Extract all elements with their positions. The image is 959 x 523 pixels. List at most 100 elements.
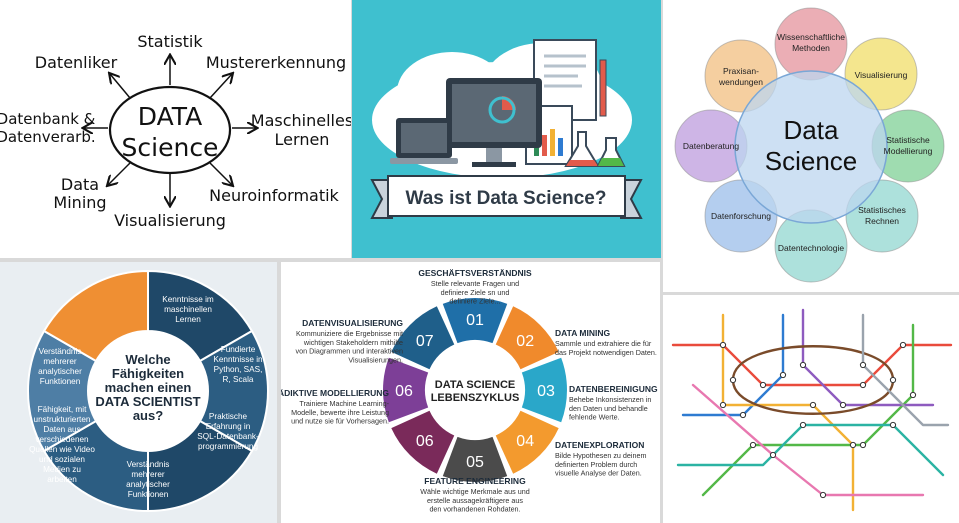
lifecycle-step-desc: den Daten und behandle <box>569 404 648 413</box>
lifecycle-step-number: 01 <box>466 312 484 329</box>
mindmap-neuroinformatik: Neuroinformatik <box>209 186 339 205</box>
mindmap-center-line2: Science <box>122 133 219 162</box>
map-stop <box>719 341 727 349</box>
map-stop <box>849 441 857 449</box>
wheel-label-sql: Praktische <box>209 412 248 421</box>
wheel-label-ml: Kenntnisse im <box>162 295 214 304</box>
mindmap-panel: DATA Science Statistik Datenliker Muster… <box>0 0 351 258</box>
map-stop <box>799 421 807 429</box>
mindmap-center-line1: DATA <box>138 102 202 131</box>
lifecycle-segment <box>495 410 559 474</box>
map-line <box>681 313 785 417</box>
lifecycle-segment <box>521 357 567 423</box>
wheel-label-python: Python, SAS, <box>214 365 263 374</box>
venn-panel: Data Science Wissenschaftliche Methoden … <box>663 0 959 292</box>
map-stop <box>739 411 747 419</box>
map-stop <box>859 361 867 369</box>
laptop-icon <box>390 118 458 164</box>
lifecycle-step-title: DATENBEREINIGUNG <box>569 384 658 394</box>
map-stop <box>809 401 817 409</box>
lifecycle-step-desc: Trainiere Machine Learning- <box>299 399 389 408</box>
wheel-label-unstructured: Fähigkeit, mit <box>38 405 87 414</box>
wheel-label-analytic-bottom: analytischer <box>126 480 170 489</box>
venn-statrech-line2: Rechnen <box>865 216 899 226</box>
map-stop <box>769 451 777 459</box>
venn-statmod-line2: Modellierung <box>884 146 933 156</box>
flask-icon <box>564 131 626 167</box>
map-stop <box>729 376 737 384</box>
map-stop <box>719 401 727 409</box>
lifecycle-step-desc: den vorhandenen Rohdaten. <box>429 505 520 514</box>
lifecycle-step-desc: Modelle, bewerte ihre Leistung <box>291 408 389 417</box>
lifecycle-step-number: 06 <box>416 433 434 450</box>
lifecycle-step-number: 04 <box>516 433 534 450</box>
venn-forsch: Datenforschung <box>711 211 771 221</box>
lifecycle-step-title: DATENVISUALISIERUNG <box>302 318 403 328</box>
lifecycle-step-desc: das Projekt notwendigen Daten. <box>555 348 657 357</box>
map-stop <box>889 376 897 384</box>
lifecycle-segment <box>495 306 559 370</box>
lifecycle-center-line1: DATA SCIENCE <box>435 379 515 391</box>
venn-tech: Datentechnologie <box>778 243 844 253</box>
lifecycle-step-desc: Sammle und extrahiere die für <box>555 339 652 348</box>
wheel-label-analytic-bottom: mehrerer <box>131 470 164 479</box>
wheel-label-python: Fundierte <box>221 345 256 354</box>
map-stop <box>859 441 867 449</box>
map-stop <box>799 361 807 369</box>
lifecycle-step-desc: von Diagrammen und interaktiven <box>296 347 403 356</box>
mindmap-maschinelles-line1: Maschinelles <box>251 111 351 130</box>
mindmap-datamining-line1: Data <box>61 175 99 194</box>
wheel-label-unstructured: arbeiten <box>47 475 77 484</box>
lifecycle-step-number: 07 <box>416 333 434 350</box>
wheel-label-ml: Lernen <box>175 315 201 324</box>
lifecycle-step-title: DATA MINING <box>555 328 610 338</box>
wheel-label-unstructured: unstrukturierten <box>34 415 91 424</box>
wheel-label-analytic-left: analytischer <box>38 367 82 376</box>
banner-title: Was ist Data Science? <box>406 188 607 209</box>
wheel-center-text: aus? <box>133 408 163 423</box>
map-line <box>691 383 925 497</box>
map-stop <box>749 441 757 449</box>
lifecycle-segment <box>391 410 455 474</box>
map-stop <box>839 401 847 409</box>
venn-praxis-line1: Praxisan- <box>723 66 759 76</box>
wheel-label-sql: programmierung <box>198 442 259 451</box>
venn-berat: Datenberatung <box>683 141 740 151</box>
banner-panel: Was ist Data Science? <box>352 0 661 258</box>
wheel-center-text: Fähigkeiten <box>112 366 184 381</box>
wheel-label-analytic-bottom: Verständnis <box>127 460 170 469</box>
mindmap-statistik: Statistik <box>137 32 203 51</box>
network-map-panel <box>663 295 959 523</box>
lifecycle-step-desc: erstelle aussagekräftigere aus <box>427 496 523 505</box>
map-line <box>671 343 953 387</box>
lifecycle-step-title: FEATURE ENGINEERING <box>424 476 526 486</box>
wheel-label-unstructured: und sozialen <box>39 455 85 464</box>
mindmap-datenliker: Datenliker <box>35 53 118 72</box>
lifecycle-step-number: 02 <box>516 333 534 350</box>
map-stop <box>779 371 787 379</box>
mindmap-svg: DATA Science Statistik Datenliker Muster… <box>0 32 351 230</box>
venn-praxis-line2: wendungen <box>718 77 763 87</box>
wheel-label-python: Kenntnisse in <box>213 355 263 364</box>
wheel-label-analytic-left: Funktionen <box>40 377 81 386</box>
map-stop <box>759 381 767 389</box>
wheel-center-text: DATA SCIENTIST <box>95 394 200 409</box>
venn-center-line1: Data <box>784 115 839 145</box>
map-stop <box>899 341 907 349</box>
lifecycle-step-desc: Wähle wichtige Merkmale aus und <box>420 487 529 496</box>
wheel-label-unstructured: Medien zu <box>43 465 81 474</box>
map-stop <box>909 391 917 399</box>
map-line <box>801 308 935 407</box>
lifecycle-step-desc: Stelle relevante Fragen und <box>431 279 519 288</box>
wheel-label-sql: SQL-Datenbank- <box>197 432 259 441</box>
venn-center-line2: Science <box>765 146 858 176</box>
lifecycle-step-desc: und nutze sie für Vorhersagen. <box>291 417 389 426</box>
venn-statmod-line1: Statistische <box>886 135 930 145</box>
lifecycle-step-desc: Kommuniziere die Ergebnisse mit <box>296 329 403 338</box>
wheel-center-circle <box>88 331 208 451</box>
lifecycle-step-title: GESCHÄFTSVERSTÄNDNIS <box>418 268 532 278</box>
network-map-svg <box>671 308 953 512</box>
lifecycle-segment <box>383 357 429 423</box>
lifecycle-center-line2: LEBENSZYKLUS <box>431 392 520 404</box>
